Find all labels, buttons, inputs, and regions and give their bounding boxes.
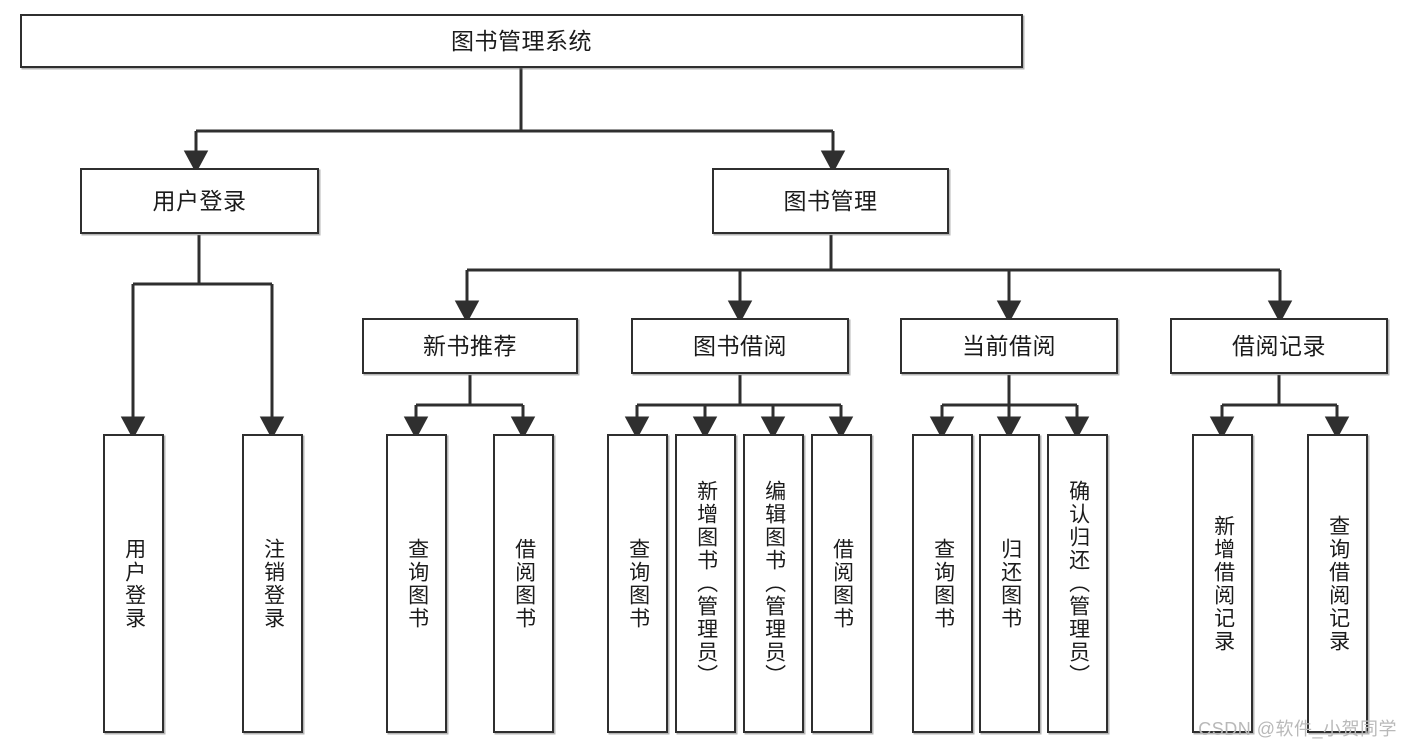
node-label: 编辑图书（管理员） [762,480,786,687]
node-label: 查询图书 [405,537,429,630]
leaf-add-borrowing-record[interactable]: 新增借阅记录 [1192,434,1253,733]
leaf-edit-book-admin[interactable]: 编辑图书（管理员） [743,434,804,733]
leaf-return-books[interactable]: 归还图书 [979,434,1040,733]
node-label: 借阅图书 [830,537,854,630]
node-label: 借阅图书 [512,537,536,630]
leaf-user-login[interactable]: 用户登录 [103,434,164,733]
leaf-logout[interactable]: 注销登录 [242,434,303,733]
node-label: 图书管理 [783,187,878,214]
node-current-borrowing[interactable]: 当前借阅 [900,318,1118,374]
leaf-add-book-admin[interactable]: 新增图书（管理员） [675,434,736,733]
node-label: 图书管理系统 [451,27,592,54]
leaf-confirm-return-admin[interactable]: 确认归还（管理员） [1047,434,1108,733]
node-new-book-recommendation[interactable]: 新书推荐 [362,318,578,374]
node-label: 查询图书 [931,537,955,630]
node-label: 新增图书（管理员） [694,480,718,687]
node-label: 图书借阅 [693,332,787,359]
node-borrowing-records[interactable]: 借阅记录 [1170,318,1388,374]
leaf-query-books-current[interactable]: 查询图书 [912,434,973,733]
node-book-borrowing[interactable]: 图书借阅 [631,318,849,374]
node-label: 确认归还（管理员） [1066,480,1090,687]
node-label: 归还图书 [998,537,1022,630]
node-label: 当前借阅 [962,332,1056,359]
node-root-book-management-system[interactable]: 图书管理系统 [20,14,1023,68]
node-label: 查询借阅记录 [1326,514,1350,653]
node-label: 查询图书 [626,537,650,630]
node-label: 用户登录 [122,537,146,630]
watermark-text: CSDN @软件_小贺同学 [1198,719,1397,739]
leaf-query-books-borrowing[interactable]: 查询图书 [607,434,668,733]
leaf-query-borrowing-record[interactable]: 查询借阅记录 [1307,434,1368,733]
node-user-login[interactable]: 用户登录 [80,168,319,234]
leaf-borrow-books-borrowing[interactable]: 借阅图书 [811,434,872,733]
node-label: 用户登录 [152,187,247,214]
leaf-query-books-recommendation[interactable]: 查询图书 [386,434,447,733]
node-label: 新增借阅记录 [1211,514,1235,653]
node-label: 借阅记录 [1232,332,1326,359]
leaf-borrow-books-recommendation[interactable]: 借阅图书 [493,434,554,733]
node-label: 注销登录 [261,537,285,630]
node-book-management[interactable]: 图书管理 [712,168,949,234]
node-label: 新书推荐 [423,332,517,359]
